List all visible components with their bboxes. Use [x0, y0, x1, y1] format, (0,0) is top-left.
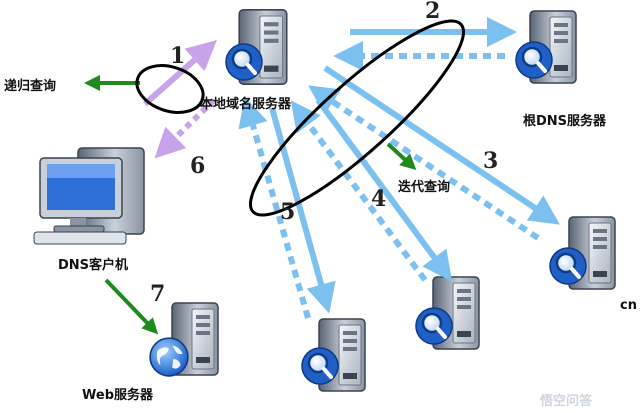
step-number-5: 5: [280, 199, 296, 225]
iterative-query-label: 迭代查询: [398, 180, 451, 195]
arrow-step-3-response: [308, 85, 540, 241]
dns-client-computer: [33, 147, 145, 245]
step-number-4: 4: [371, 186, 387, 212]
step-number-2: 2: [425, 0, 441, 24]
arrow-step-4-response: [290, 100, 428, 282]
local-dns-label: 本地域名服务器: [200, 97, 292, 112]
arrow-step-5-query: [269, 107, 336, 314]
recursive-ellipse: [135, 64, 205, 114]
step-number-3: 3: [483, 148, 499, 174]
arrow-step-7: [104, 278, 159, 335]
arrow-step-1: [143, 40, 217, 107]
arrow-step-5-response: [238, 96, 311, 319]
cn-label: cn: [620, 298, 637, 313]
root-dns-label: 根DNS服务器: [523, 114, 607, 129]
web-server: [149, 302, 219, 377]
step-number-1: 1: [170, 43, 186, 69]
dns-server-5: [300, 318, 366, 392]
arrow-step-6: [154, 97, 217, 159]
local-dns-server: [224, 8, 288, 86]
dns-client-label: DNS客户机: [58, 258, 129, 273]
cn-dns-server: [548, 216, 616, 290]
root-dns-server: [514, 10, 577, 84]
recursive-query-label: 递归查询: [4, 79, 57, 94]
step-number-7: 7: [150, 281, 166, 307]
step-number-6: 6: [190, 153, 206, 179]
iterative-ellipse: [249, 19, 465, 217]
arrow-step-4-query: [315, 98, 453, 282]
dns-server-4: [414, 276, 480, 350]
watermark: 悟空问答: [540, 394, 593, 409]
arrow-iterative-query: [386, 142, 417, 171]
web-server-label: Web服务器: [82, 388, 153, 403]
arrow-step-3-query: [323, 65, 560, 225]
